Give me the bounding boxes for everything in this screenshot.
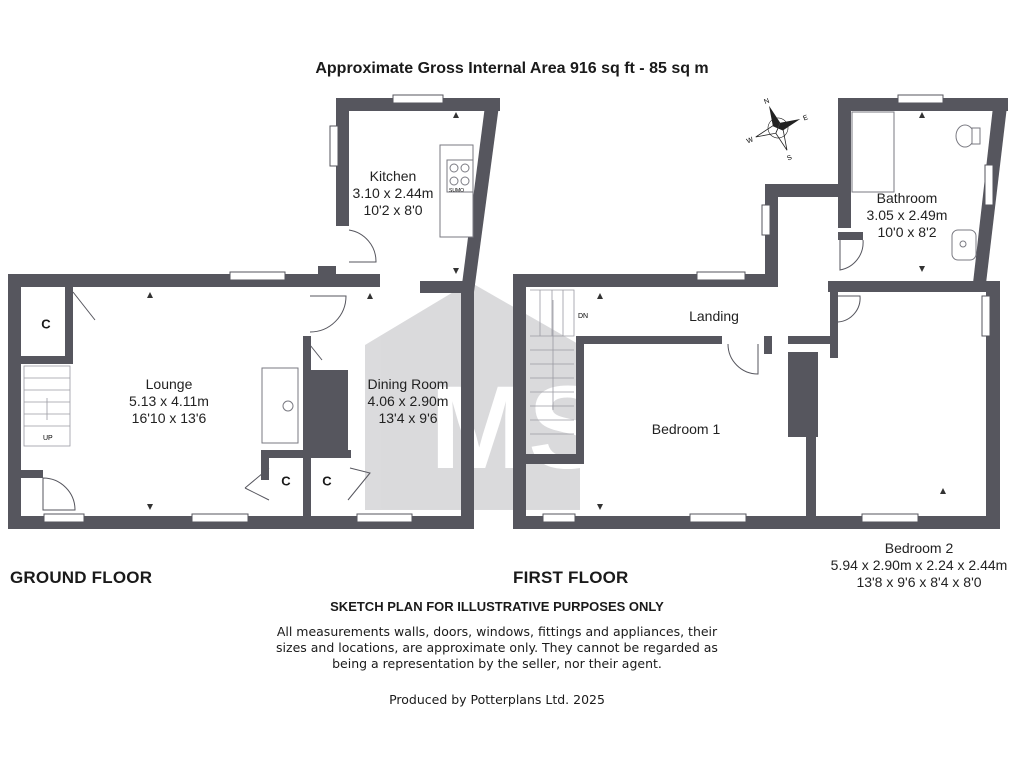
room-bedroom-1: Bedroom 1 bbox=[652, 421, 720, 438]
disclaimer-line: sizes and locations, are approximate onl… bbox=[276, 640, 718, 655]
cupboard-label: C bbox=[281, 473, 291, 489]
stairs-down-label: DN bbox=[578, 313, 588, 320]
room-imperial: 13'8 x 9'6 x 8'4 x 8'0 bbox=[856, 574, 982, 590]
cupboard-label: C bbox=[41, 316, 51, 332]
first-floor-doors bbox=[727, 239, 864, 375]
first-floor-stairs: DN bbox=[530, 289, 588, 435]
producer-credit: Produced by Potterplans Ltd. 2025 bbox=[389, 692, 605, 707]
compass-east: E bbox=[802, 114, 809, 122]
room-imperial: 10'2 x 8'0 bbox=[363, 202, 423, 218]
room-bedroom-2: Bedroom 2 5.94 x 2.90m x 2.24 x 2.44m 13… bbox=[831, 540, 1008, 591]
hob-label: SUMO bbox=[449, 188, 464, 194]
bathroom-fittings bbox=[851, 111, 981, 261]
room-name: Bedroom 2 bbox=[884, 540, 954, 556]
room-kitchen: Kitchen 3.10 x 2.44m 10'2 x 8'0 bbox=[353, 168, 434, 219]
disclaimer: SKETCH PLAN FOR ILLUSTRATIVE PURPOSES ON… bbox=[0, 599, 994, 707]
stairs-up-label: UP bbox=[43, 435, 53, 442]
kitchen-fittings bbox=[261, 144, 474, 444]
room-name: Bathroom bbox=[876, 190, 938, 206]
cupboard-label: C bbox=[322, 473, 332, 489]
compass-rose: N S E W bbox=[746, 98, 810, 163]
ground-floor-title: GROUND FLOOR bbox=[10, 568, 153, 587]
ground-floor-windows bbox=[43, 94, 444, 523]
disclaimer-line: being a representation by the seller, no… bbox=[332, 656, 662, 671]
ground-floor-doors bbox=[42, 229, 377, 511]
compass-west: W bbox=[746, 136, 755, 145]
room-dining-room: Dining Room 4.06 x 2.90m 13'4 x 9'6 bbox=[368, 376, 449, 427]
room-imperial: 13'4 x 9'6 bbox=[378, 410, 438, 426]
bath-tub bbox=[851, 111, 895, 193]
room-metric: 5.13 x 4.11m bbox=[129, 393, 209, 409]
room-metric: 4.06 x 2.90m bbox=[367, 393, 449, 409]
room-metric: 3.10 x 2.44m bbox=[352, 185, 434, 201]
compass-south: S bbox=[786, 154, 793, 162]
room-bathroom: Bathroom 3.05 x 2.49m 10'0 x 8'2 bbox=[867, 190, 948, 241]
first-floor-title: FIRST FLOOR bbox=[513, 568, 629, 587]
room-landing: Landing bbox=[689, 308, 739, 325]
first-floor-windows bbox=[542, 94, 994, 523]
room-metric: 3.05 x 2.49m bbox=[866, 207, 948, 223]
room-lounge: Lounge 5.13 x 4.11m 16'10 x 13'6 bbox=[129, 376, 209, 427]
ground-floor-stairs: UP bbox=[23, 365, 71, 447]
toilet-icon bbox=[955, 124, 975, 148]
room-imperial: 16'10 x 13'6 bbox=[131, 410, 207, 426]
gross-internal-area: Approximate Gross Internal Area 916 sq f… bbox=[315, 60, 709, 77]
room-imperial: 10'0 x 8'2 bbox=[877, 224, 937, 240]
disclaimer-body: All measurements walls, doors, windows, … bbox=[0, 624, 994, 672]
dimension-markers bbox=[147, 112, 946, 510]
disclaimer-heading: SKETCH PLAN FOR ILLUSTRATIVE PURPOSES ON… bbox=[330, 599, 664, 614]
stove-icon bbox=[282, 400, 294, 412]
room-name: Lounge bbox=[145, 376, 193, 392]
compass-north: N bbox=[763, 98, 770, 106]
room-name: Kitchen bbox=[369, 168, 417, 184]
room-name: Landing bbox=[689, 308, 739, 324]
room-name: Dining Room bbox=[367, 376, 449, 392]
room-metric: 5.94 x 2.90m x 2.24 x 2.44m bbox=[830, 557, 1008, 573]
disclaimer-line: All measurements walls, doors, windows, … bbox=[276, 624, 718, 639]
room-name: Bedroom 1 bbox=[651, 421, 721, 437]
